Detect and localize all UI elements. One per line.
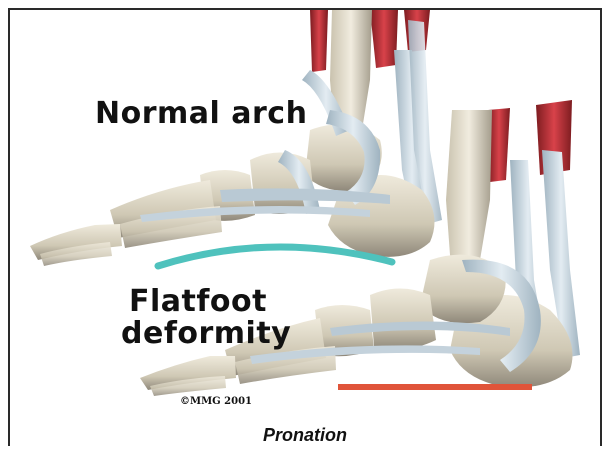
frame-border-right	[600, 8, 602, 446]
normal-arch-label: Normal arch	[95, 96, 307, 131]
figure-caption: Pronation	[0, 425, 610, 446]
flatfoot-label-line1: Flatfoot	[129, 286, 267, 318]
copyright-text: ©MMG 2001	[180, 396, 252, 407]
foot-illustration	[10, 10, 600, 420]
normal-foot	[30, 10, 442, 266]
flatfoot-label-line2: deformity	[121, 318, 291, 350]
